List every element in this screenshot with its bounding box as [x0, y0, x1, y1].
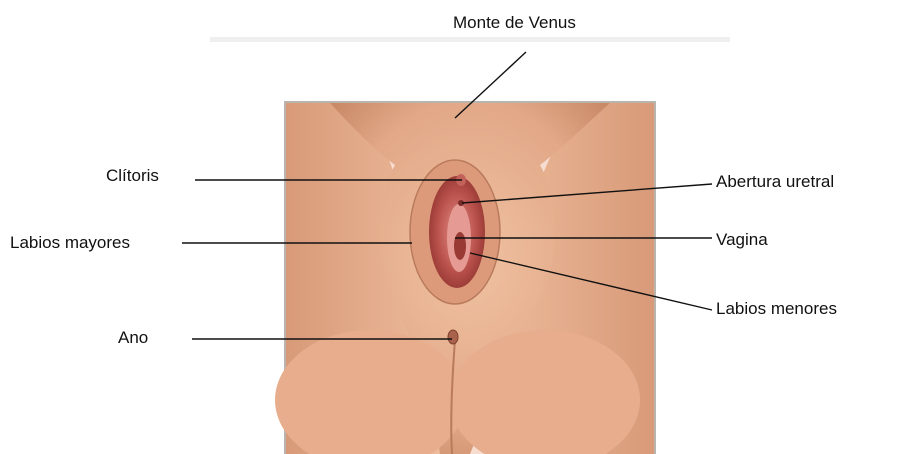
illustration	[275, 102, 655, 454]
label-monte-de-venus: Monte de Venus	[453, 13, 576, 33]
label-labios-menores: Labios menores	[716, 299, 837, 319]
label-ano: Ano	[118, 328, 148, 348]
label-vagina: Vagina	[716, 230, 768, 250]
label-labios-mayores: Labios mayores	[10, 233, 130, 253]
vaginal-opening	[454, 232, 466, 260]
anus	[448, 330, 458, 344]
label-clitoris: Clítoris	[106, 166, 159, 186]
label-abertura-uretral: Abertura uretral	[716, 172, 834, 192]
top-band	[210, 37, 730, 42]
